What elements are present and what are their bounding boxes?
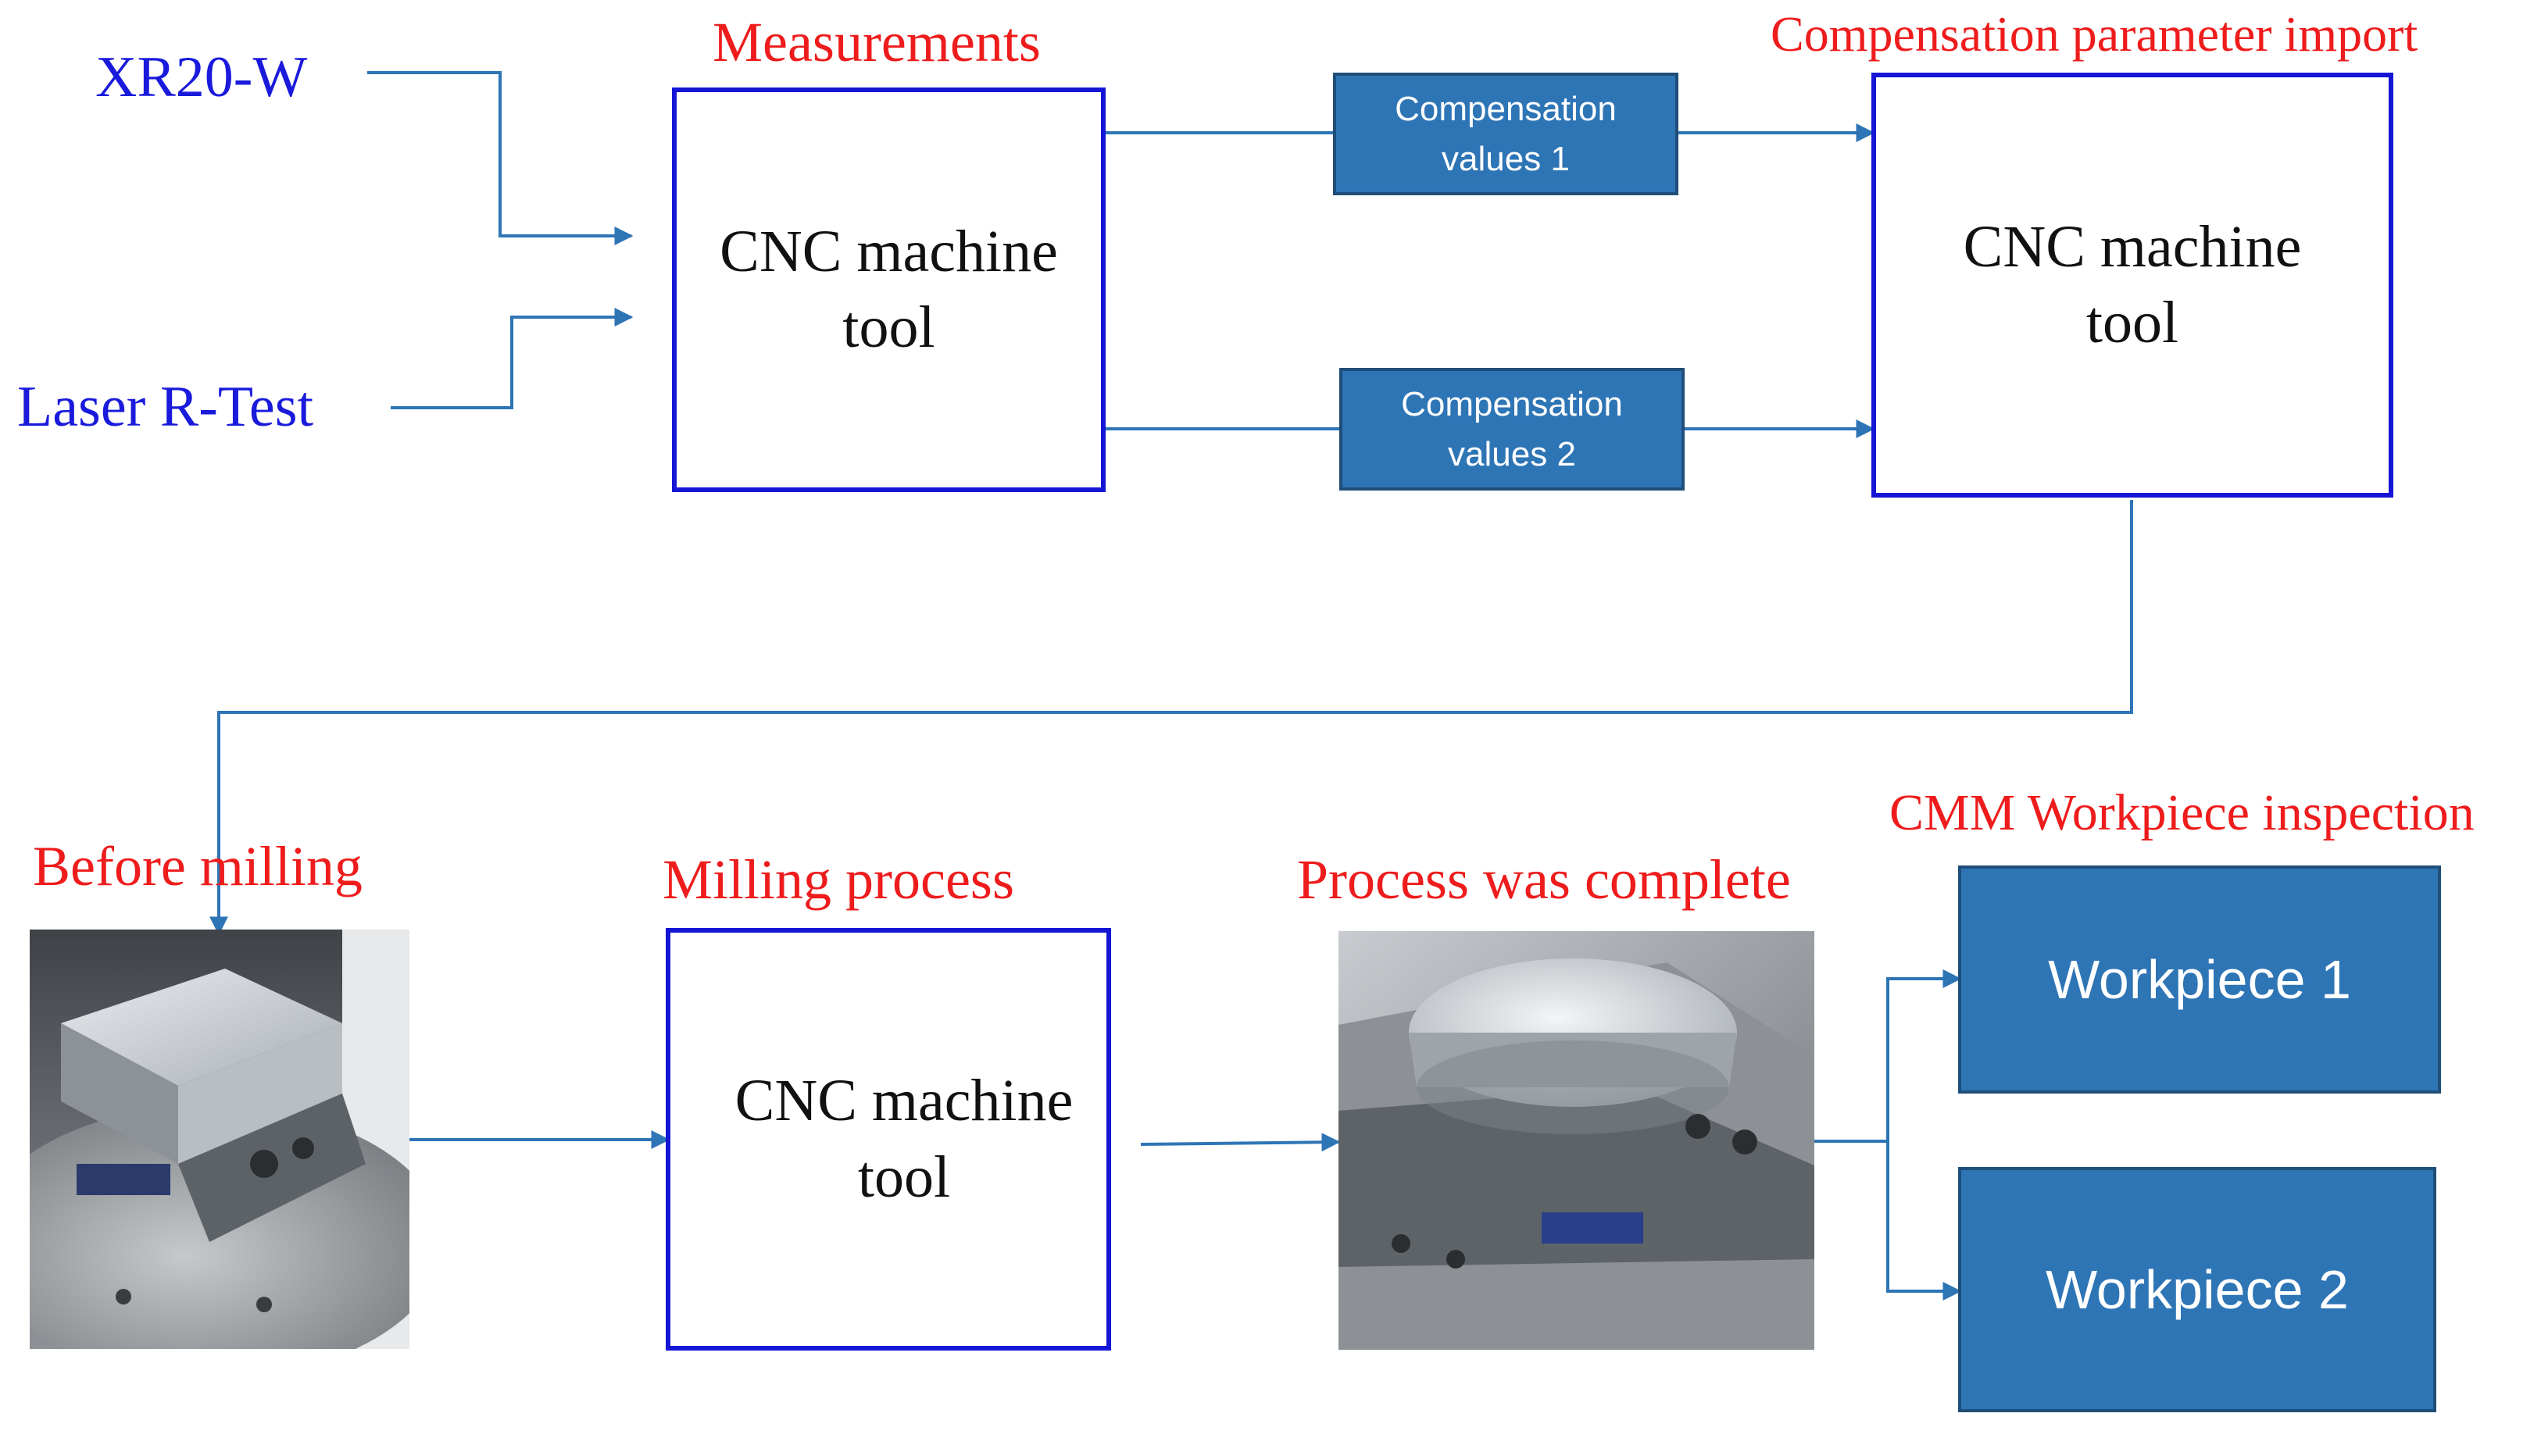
measurements-heading: Measurements (713, 11, 1041, 73)
process-complete-heading: Process was complete (1297, 848, 1791, 911)
process-complete-photo (1338, 931, 1814, 1350)
cnc-machine-tool-milling-box: CNC machine tool (666, 928, 1111, 1351)
compensation-values-1-box: Compensation values 1 (1333, 73, 1678, 195)
cnc-box-label-line2: tool (857, 1144, 951, 1210)
cnc-box-label-line2: tool (842, 294, 935, 360)
arrow-cnc2-to-before-milling (209, 500, 2133, 936)
cnc-box-label-line1: CNC machine (720, 218, 1058, 284)
xr20-w-label: XR20-W (95, 45, 308, 109)
milling-process-heading: Milling process (663, 848, 1014, 911)
arrow-xr20-to-cnc (367, 71, 634, 245)
workpiece-1-label: Workpiece 1 (2048, 949, 2351, 1010)
arrow-to-workpiece-1 (1886, 969, 1962, 1141)
cnc-machine-tool-measurement-box: CNC machine tool (672, 87, 1106, 492)
cnc-box-label-line1: CNC machine (1963, 213, 2302, 280)
workpiece-1-box: Workpiece 1 (1958, 865, 2441, 1094)
arrow-milling-to-complete (1140, 1133, 1341, 1152)
arrow-to-workpiece-2 (1886, 1141, 1962, 1301)
cmm-inspection-heading: CMM Workpiece inspection (1889, 784, 2475, 841)
before-milling-heading: Before milling (33, 835, 363, 898)
comp2-label-line1: Compensation (1401, 384, 1623, 423)
cnc-machine-tool-compensated-box: CNC machine tool (1871, 73, 2393, 498)
compensation-import-heading: Compensation parameter import (1771, 6, 2418, 62)
cnc-box-label-line1: CNC machine (734, 1068, 1074, 1134)
comp1-label-line2: values 1 (1442, 139, 1570, 178)
workpiece-2-label: Workpiece 2 (2046, 1259, 2349, 1320)
comp2-label-line2: values 2 (1448, 434, 1576, 473)
comp1-label-line1: Compensation (1395, 89, 1617, 128)
before-milling-photo (30, 930, 409, 1349)
compensation-values-2-box: Compensation values 2 (1339, 368, 1685, 491)
cnc-box-label-line2: tool (2085, 290, 2179, 355)
laser-r-test-label: Laser R-Test (17, 375, 314, 439)
workpiece-2-box: Workpiece 2 (1958, 1167, 2436, 1412)
arrow-laser-to-cnc (391, 308, 634, 409)
